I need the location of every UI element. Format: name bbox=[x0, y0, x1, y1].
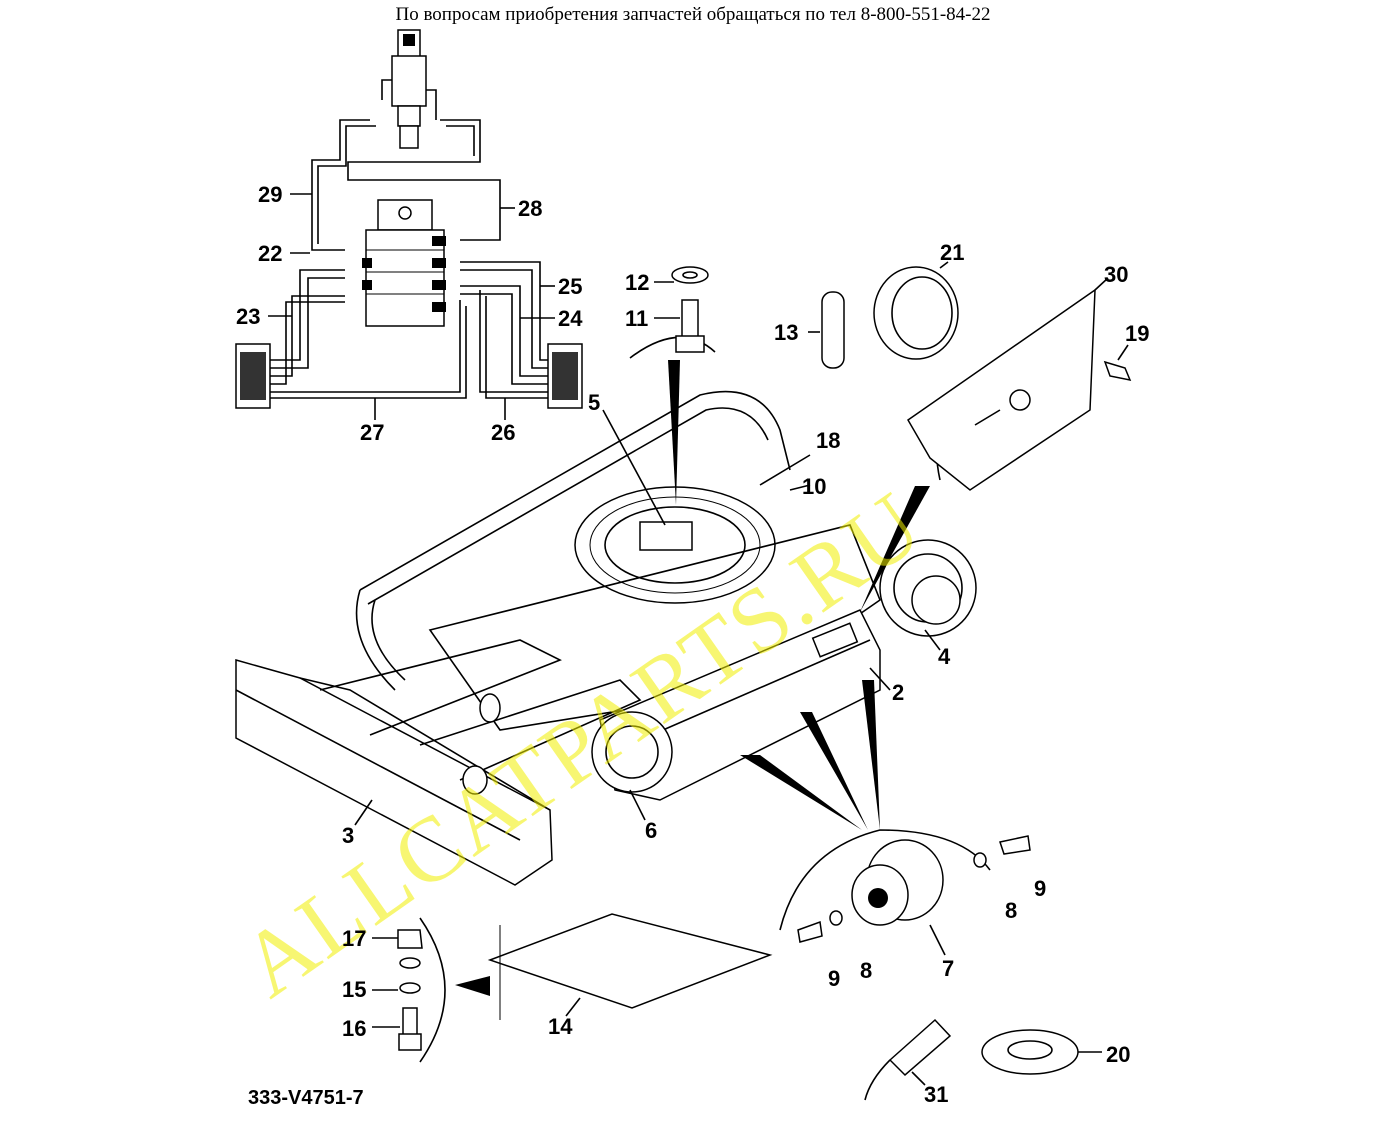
callout-4: 4 bbox=[938, 644, 951, 669]
callout-25: 25 bbox=[558, 274, 582, 299]
callout-29: 29 bbox=[258, 182, 282, 207]
callout-18: 18 bbox=[816, 428, 840, 453]
callout-27: 27 bbox=[360, 420, 384, 445]
callout-21: 21 bbox=[940, 240, 964, 265]
detail-pin-seal bbox=[808, 261, 959, 369]
header-phone-notice: По вопросам приобретения запчастей обращ… bbox=[395, 4, 991, 25]
callout-13: 13 bbox=[774, 320, 798, 345]
detail-washer-grease bbox=[864, 1018, 1102, 1101]
hydraulic-schematic bbox=[235, 29, 583, 420]
callout-31: 31 bbox=[924, 1082, 948, 1107]
callout-9b: 9 bbox=[828, 966, 840, 991]
callout-15: 15 bbox=[342, 977, 366, 1002]
callout-22: 22 bbox=[258, 241, 282, 266]
detail-bushing bbox=[629, 266, 716, 505]
callout-3: 3 bbox=[342, 823, 354, 848]
callout-26: 26 bbox=[491, 420, 515, 445]
callout-20: 20 bbox=[1106, 1042, 1130, 1067]
callout-10: 10 bbox=[802, 474, 826, 499]
drawing-code: 333-V4751-7 bbox=[248, 1087, 364, 1109]
callout-23: 23 bbox=[236, 304, 260, 329]
callout-8b: 8 bbox=[860, 958, 872, 983]
callout-30: 30 bbox=[1104, 262, 1128, 287]
callout-12: 12 bbox=[625, 270, 649, 295]
callout-19: 19 bbox=[1125, 321, 1149, 346]
callout-16: 16 bbox=[342, 1016, 366, 1041]
callout-5: 5 bbox=[588, 390, 600, 415]
callout-14: 14 bbox=[548, 1014, 573, 1039]
callout-11: 11 bbox=[625, 306, 648, 331]
callout-28: 28 bbox=[518, 196, 542, 221]
callout-2: 2 bbox=[892, 680, 904, 705]
callout-9a: 9 bbox=[1034, 876, 1046, 901]
callout-7: 7 bbox=[942, 956, 954, 981]
detail-track-roller bbox=[740, 680, 1031, 956]
detail-guard-plate bbox=[372, 913, 773, 1063]
undercarriage-drawing bbox=[235, 390, 977, 886]
callout-17: 17 bbox=[342, 926, 366, 951]
detail-cover-plate bbox=[860, 277, 1132, 612]
callout-24: 24 bbox=[558, 306, 583, 331]
callout-6: 6 bbox=[645, 818, 657, 843]
callout-8a: 8 bbox=[1005, 898, 1017, 923]
